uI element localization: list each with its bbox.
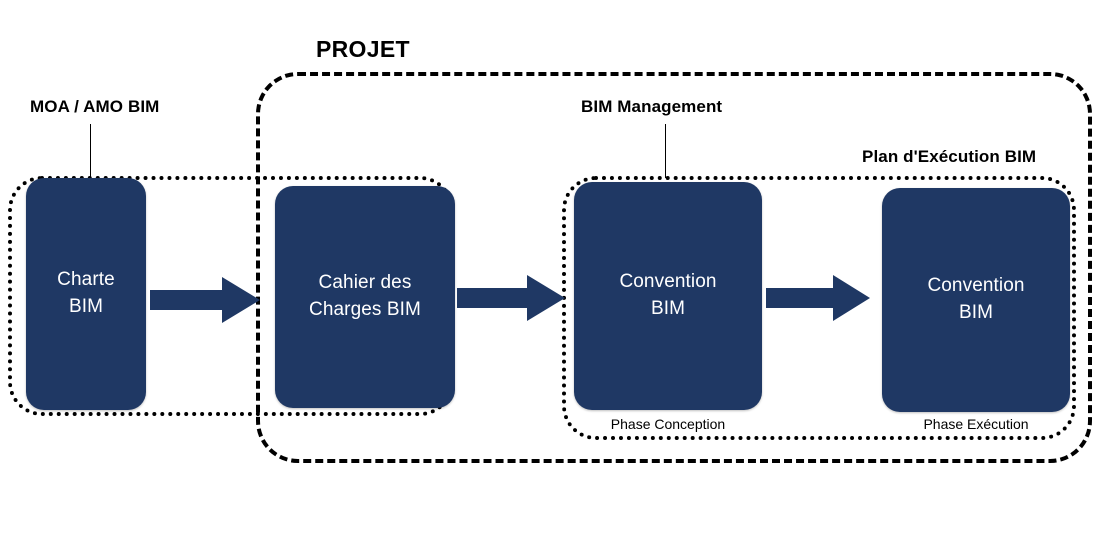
node-cahier-charges-bim-label: Cahier des Charges BIM	[309, 272, 421, 320]
node-convention-bim-conception-label: Convention BIM	[619, 271, 717, 319]
arrow-charte-to-cahier-icon	[150, 277, 260, 323]
moa-amo-bim-label: MOA / AMO BIM	[30, 97, 160, 116]
arrow-convention-conception-to-execution-icon	[766, 275, 870, 321]
node-convention-bim-execution[interactable]: Convention BIM	[882, 188, 1070, 412]
plan-execution-bim-label: Plan d'Exécution BIM	[862, 147, 1037, 166]
phase-conception-label: Phase Conception	[610, 416, 726, 432]
node-convention-bim-conception[interactable]: Convention BIM	[574, 182, 762, 410]
bim-management-label: BIM Management	[581, 97, 723, 116]
moa-amo-bim-leader-line	[90, 124, 91, 178]
bim-management-leader-line	[665, 124, 666, 178]
node-convention-bim-execution-label: Convention BIM	[927, 275, 1025, 323]
plan-execution-bim-boundary	[562, 176, 1076, 440]
projet-title: PROJET	[316, 36, 410, 62]
node-charte-bim[interactable]: Charte BIM	[26, 178, 146, 410]
arrow-cahier-to-convention-conception-icon	[457, 275, 565, 321]
phase-execution-label: Phase Exécution	[923, 416, 1029, 432]
projet-boundary	[256, 72, 1092, 463]
node-cahier-charges-bim[interactable]: Cahier des Charges BIM	[275, 186, 455, 408]
node-charte-bim-label: Charte BIM	[57, 269, 115, 317]
